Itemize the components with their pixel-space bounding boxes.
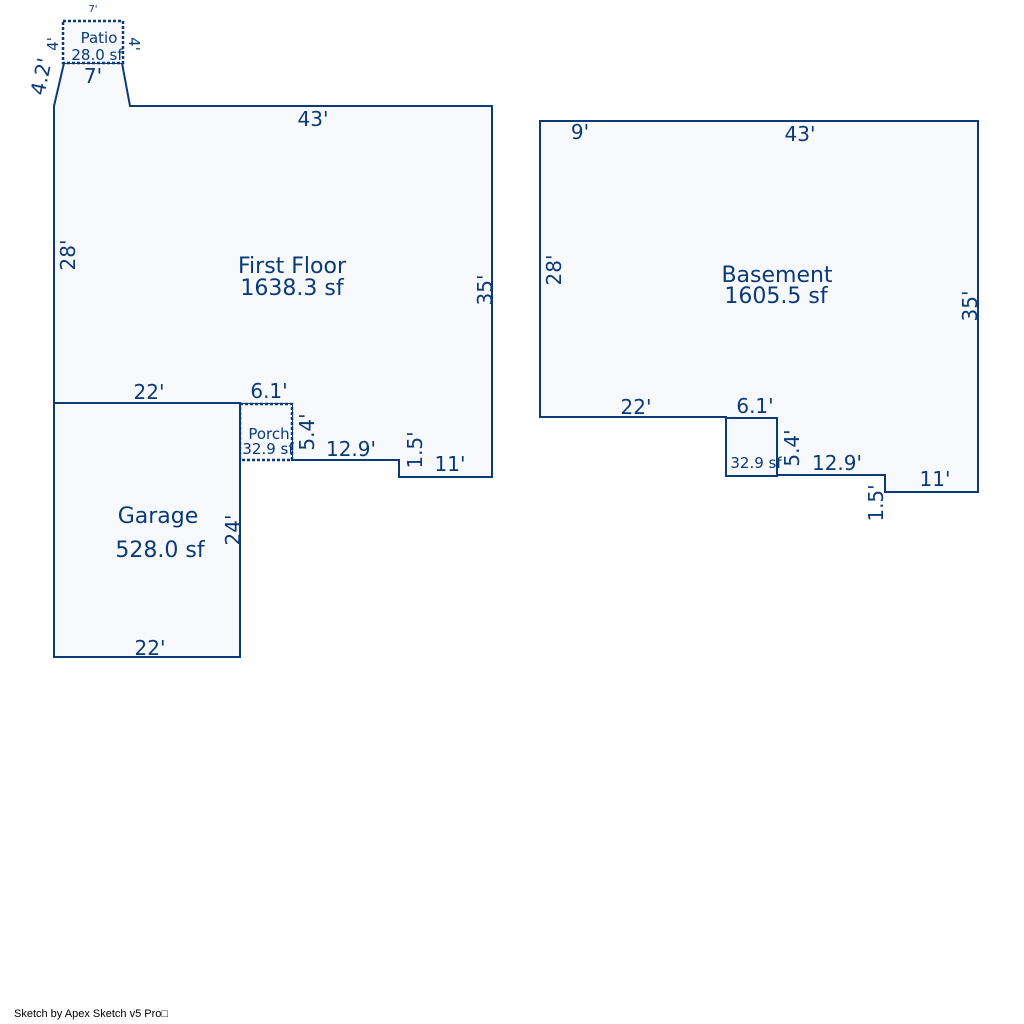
software-credit: Sketch by Apex Sketch v5 Pro□ [14,1008,168,1020]
patio-dim-right: 4' [125,37,143,51]
bsmt-dim-bottom-left: 22' [621,395,652,419]
ff-dim-top: 43' [298,107,329,131]
basement-porch-outline [725,417,778,477]
garage-outline [53,402,241,658]
bsmt-dim-top: 43' [785,122,816,146]
ff-dim-left: 28' [56,240,80,271]
first-floor-area: 1638.3 sf [240,276,344,301]
bsmt-dim-right: 35' [958,291,982,322]
patio-dim-left: 4' [44,37,62,51]
ff-dim-step: 12.9' [326,437,376,461]
basement-area: 1605.5 sf [724,284,828,309]
bsmt-dim-porch-side: 5.4' [780,429,804,466]
garage-dim-right: 24' [221,515,245,546]
patio-area: 28.0 sf [71,46,123,64]
porch-area: 32.9 sf [242,440,294,458]
ff-dim-bottom-left: 22' [134,380,165,404]
ff-dim-right: 35' [473,275,497,306]
bsmt-dim-top-left: 9' [571,120,589,144]
patio-name: Patio [81,29,118,47]
patio-outline [61,19,125,65]
bsmt-dim-porch-top: 6.1' [736,394,773,418]
garage-dim-bottom: 22' [135,636,166,660]
bsmt-dim-step: 12.9' [812,451,862,475]
garage-name: Garage [118,504,199,529]
porch-name: Porch [248,425,289,443]
bsmt-dim-bottom-right: 11' [920,467,951,491]
ff-dim-jog: 1.5' [403,431,427,468]
garage-area: 528.0 sf [115,538,205,563]
ff-dim-porch-top: 6.1' [250,379,287,403]
ff-dim-porch-side: 5.4' [295,413,319,450]
bsmt-dim-jog: 1.5' [864,484,888,521]
bsmt-porch-area: 32.9 sf [730,454,782,472]
bsmt-dim-left: 28' [542,255,566,286]
first-floor-name: First Floor [238,254,347,279]
patio-dim-diag: 4.2' [26,56,57,97]
patio-dim-bottom: 7' [84,64,102,88]
basement-name: Basement [721,263,832,288]
ff-dim-bottom-right: 11' [435,452,466,476]
patio-dim-top: 7' [88,4,97,15]
